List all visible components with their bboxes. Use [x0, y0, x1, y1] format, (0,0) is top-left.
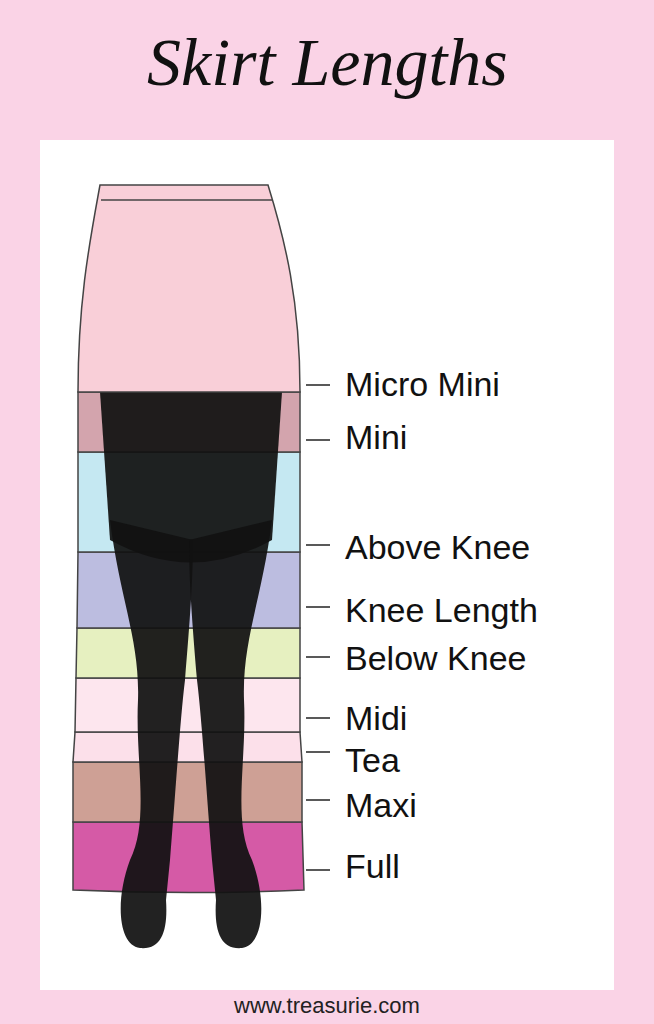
waistband: [101, 199, 272, 201]
length-label: Above Knee: [345, 530, 530, 564]
leader-line: [306, 799, 330, 801]
leader-lines: [306, 385, 330, 870]
leader-line: [306, 544, 330, 546]
title: Skirt Lengths: [147, 28, 508, 96]
leader-line: [306, 869, 330, 871]
maxi-band: [73, 762, 302, 822]
leader-line: [306, 439, 330, 441]
skirt-body: [78, 185, 300, 392]
leader-line: [306, 751, 330, 753]
length-label: Knee Length: [345, 593, 538, 627]
midi-band: [75, 678, 300, 732]
leader-line: [306, 717, 330, 719]
leader-line: [306, 384, 330, 386]
right-leg: [189, 520, 272, 948]
source-url: www.treasurie.com: [234, 995, 420, 1017]
length-label: Midi: [345, 701, 407, 735]
full-band: [73, 822, 304, 893]
length-label: Below Knee: [345, 641, 526, 675]
tea-band: [73, 732, 302, 762]
leader-line: [306, 656, 330, 658]
length-label: Tea: [345, 743, 400, 777]
length-label: Mini: [345, 420, 407, 454]
white-panel: [40, 140, 614, 990]
legs-silhouette: [100, 392, 282, 948]
length-label: Micro Mini: [345, 367, 500, 401]
length-bands: [73, 392, 304, 893]
length-label: Maxi: [345, 788, 417, 822]
left-leg: [110, 520, 193, 948]
length-label: Full: [345, 849, 400, 883]
leader-line: [306, 606, 330, 608]
